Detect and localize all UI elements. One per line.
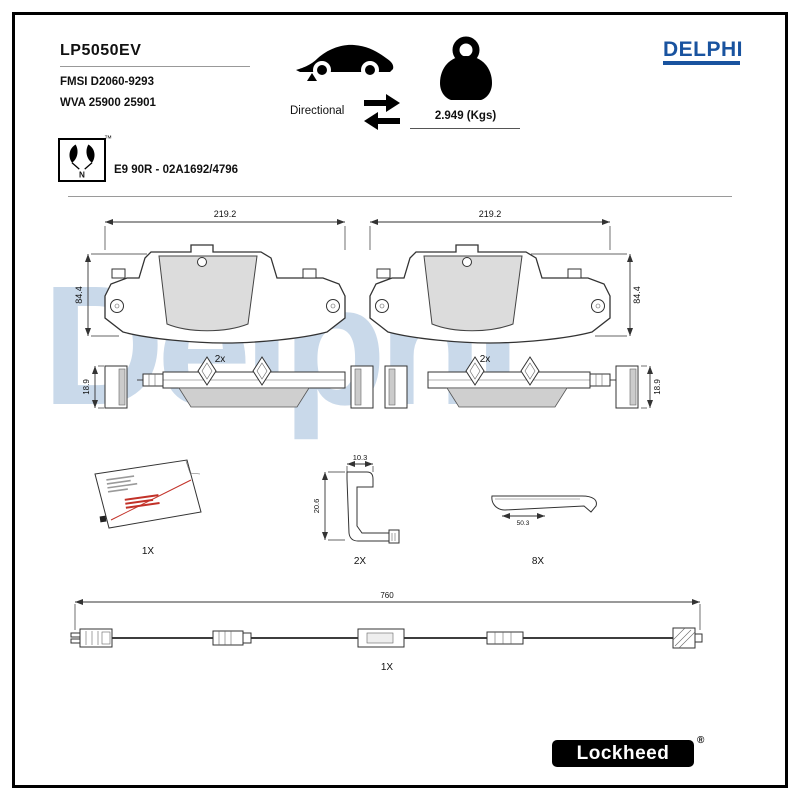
- part-number-rule: [60, 66, 250, 67]
- delphi-logo-bar: [663, 61, 740, 65]
- weight-rule: [410, 128, 520, 129]
- wire-connector-left: [70, 628, 113, 648]
- dim-pad-width-right: 219.2: [479, 209, 502, 219]
- lockheed-logo: Lockheed: [552, 740, 694, 767]
- fmsi-code: FMSI D2060-9293: [60, 76, 154, 88]
- pad-front-view-left: 219.2 84.4 2x: [74, 209, 346, 365]
- dim-shim-width: 50.3: [517, 520, 530, 527]
- eco-letter: N: [79, 170, 85, 179]
- pad-bottom-view-right: 18.9: [384, 356, 662, 409]
- dim-pad-height-left: 84.4: [74, 286, 84, 304]
- part-number: LP5050EV: [60, 42, 142, 59]
- dim-pad-width-left: 219.2: [214, 209, 237, 219]
- dim-wire-length: 760: [380, 591, 394, 600]
- wire-connector-mid: [486, 631, 524, 645]
- dim-pad-height-right: 84.4: [632, 286, 642, 304]
- qty-wire: 1X: [381, 662, 394, 673]
- directional-label: Directional: [290, 105, 345, 117]
- weight-value: 2.949 (Kgs): [434, 110, 497, 122]
- dim-clip-height: 20.6: [312, 499, 321, 514]
- wire-clip-2: [357, 628, 405, 648]
- qty-pad-left: 2x: [215, 354, 226, 365]
- qty-pad-right: 2x: [480, 354, 491, 365]
- wire-clip-1: [212, 630, 252, 646]
- shim-drawing: 50.3 8X: [491, 495, 597, 567]
- qty-clip: 2X: [354, 556, 367, 567]
- header-divider: [68, 196, 732, 197]
- dim-pad-thickness-left: 18.9: [82, 379, 91, 395]
- registered-symbol: ®: [697, 735, 705, 746]
- eco-leaf-icon: N: [58, 138, 106, 182]
- trademark-symbol: ™: [104, 134, 112, 143]
- qty-shim: 8X: [532, 556, 545, 567]
- qty-grease: 1X: [142, 546, 155, 557]
- directional-arrows-icon: [364, 94, 400, 130]
- pad-front-view-right: 219.2 2x: [369, 209, 611, 365]
- sensor-clip-drawing: 10.3 20.6 2X: [312, 453, 400, 567]
- car-icon: [296, 44, 394, 81]
- wva-code: WVA 25900 25901: [60, 97, 156, 109]
- delphi-logo: DELPHI: [663, 38, 744, 61]
- brake-pad-drawings: 219.2 84.4 2x 219.2 2x 84.4 18.9: [74, 209, 662, 409]
- accessories-drawings: 1X 10.3 20.6 2X 50.3 8X: [94, 453, 597, 567]
- wire-grommet: [672, 627, 703, 649]
- dim-pad-thickness-right: 18.9: [653, 379, 662, 395]
- dim-clip-width: 10.3: [353, 453, 368, 462]
- approval-number: E9 90R - 02A1692/4796: [114, 164, 239, 176]
- pad-bottom-view-left: 18.9: [82, 356, 374, 409]
- sensor-wire-drawing: 760 1X: [70, 591, 703, 673]
- grease-packet-drawing: 1X: [94, 459, 202, 557]
- weight-icon: [440, 36, 492, 100]
